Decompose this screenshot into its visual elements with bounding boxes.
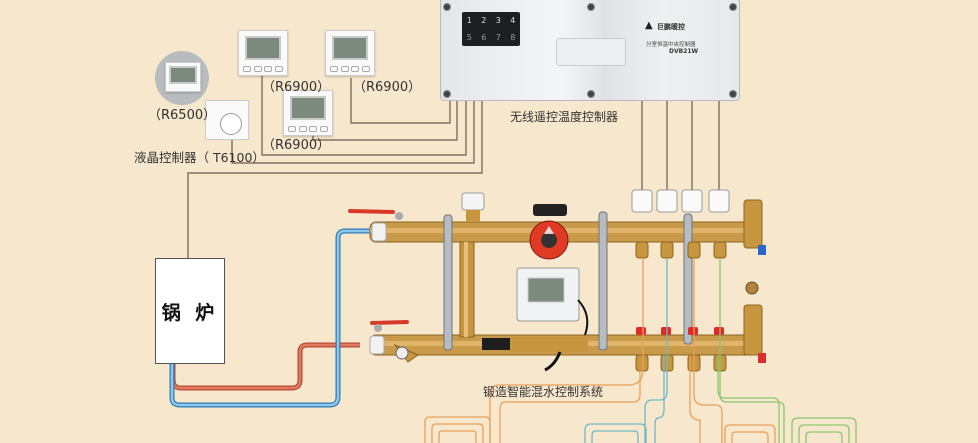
key-5: 5	[466, 33, 472, 42]
label-r6500: （R6500）	[148, 108, 217, 123]
key-6: 6	[481, 33, 487, 42]
screw-icon	[587, 3, 595, 11]
drain-cap-red	[758, 353, 766, 363]
pressure-gauge	[395, 346, 409, 360]
wire-r6900-b	[350, 78, 451, 124]
thermostat-r6500	[165, 62, 201, 92]
manifold-assembly	[348, 189, 766, 372]
wire-boiler	[187, 97, 483, 258]
air-vent-supply	[743, 199, 763, 249]
return-pipe	[170, 229, 375, 407]
key-2: 2	[481, 16, 487, 25]
boiler: 锅 炉	[155, 258, 225, 364]
mixing-valve-actuator	[461, 192, 485, 211]
label-wireless-controller: 无线遥控温度控制器	[510, 110, 619, 124]
label-lcd-controller: 液晶控制器（ T6100）	[134, 150, 265, 165]
zone-actuators	[631, 189, 730, 213]
label-mixing-system: 锻造智能混水控制系统	[483, 385, 604, 399]
key-4: 4	[510, 16, 516, 25]
power-cord	[544, 351, 562, 372]
floor-loops	[424, 258, 857, 443]
key-8: 8	[510, 33, 516, 42]
thermostat-t6100	[205, 100, 249, 140]
brand-logo-icon: ▲	[645, 20, 653, 31]
return-valve-handle	[370, 320, 409, 325]
flow-regulator-caps	[636, 327, 724, 335]
wire-r6900-c	[312, 97, 458, 141]
bracket-right	[598, 211, 608, 351]
wireless-control-box: 1 2 3 4 5 6 7 8 ▲ 巨鹏暖控 分室恒温中央控制器 DVB21W	[440, 0, 740, 101]
key-3: 3	[495, 16, 501, 25]
boiler-pipes	[169, 228, 375, 408]
mixing-controller-screen	[527, 277, 565, 303]
brand-name: 巨鹏暖控	[657, 23, 685, 31]
supply-valve-handle	[348, 209, 395, 214]
brand-subtitle: 分室恒温中央控制器	[646, 42, 696, 48]
bracket-left	[443, 214, 453, 351]
r6500-bubble	[155, 51, 209, 105]
bracket-mid	[683, 213, 693, 345]
supply-pipe	[171, 343, 360, 390]
drain-cap-blue	[758, 245, 766, 255]
screw-icon	[443, 90, 451, 98]
boiler-label: 锅 炉	[161, 301, 219, 324]
sensor-band	[482, 338, 510, 350]
air-vent-return	[743, 304, 763, 356]
thermostat-r6900-b	[325, 30, 375, 76]
key-1: 1	[466, 16, 472, 25]
screw-icon	[587, 90, 595, 98]
thermostat-r6900-c	[283, 90, 333, 136]
screw-icon	[443, 3, 451, 11]
zone-keypad: 1 2 3 4 5 6 7 8	[462, 12, 520, 46]
label-r6900-c: （R6900）	[262, 138, 331, 153]
label-r6900-b: （R6900）	[353, 80, 422, 95]
thermostat-r6900-a	[238, 30, 288, 76]
control-box-window	[556, 38, 626, 66]
wire-r6900-a	[261, 72, 467, 156]
dial-knob	[220, 113, 242, 135]
wire-t6100	[231, 97, 475, 164]
label-r6900-a: （R6900）	[262, 80, 331, 95]
screw-icon	[729, 90, 737, 98]
key-7: 7	[495, 33, 501, 42]
screw-icon	[729, 3, 737, 11]
model-number: DVB21W	[669, 48, 699, 55]
